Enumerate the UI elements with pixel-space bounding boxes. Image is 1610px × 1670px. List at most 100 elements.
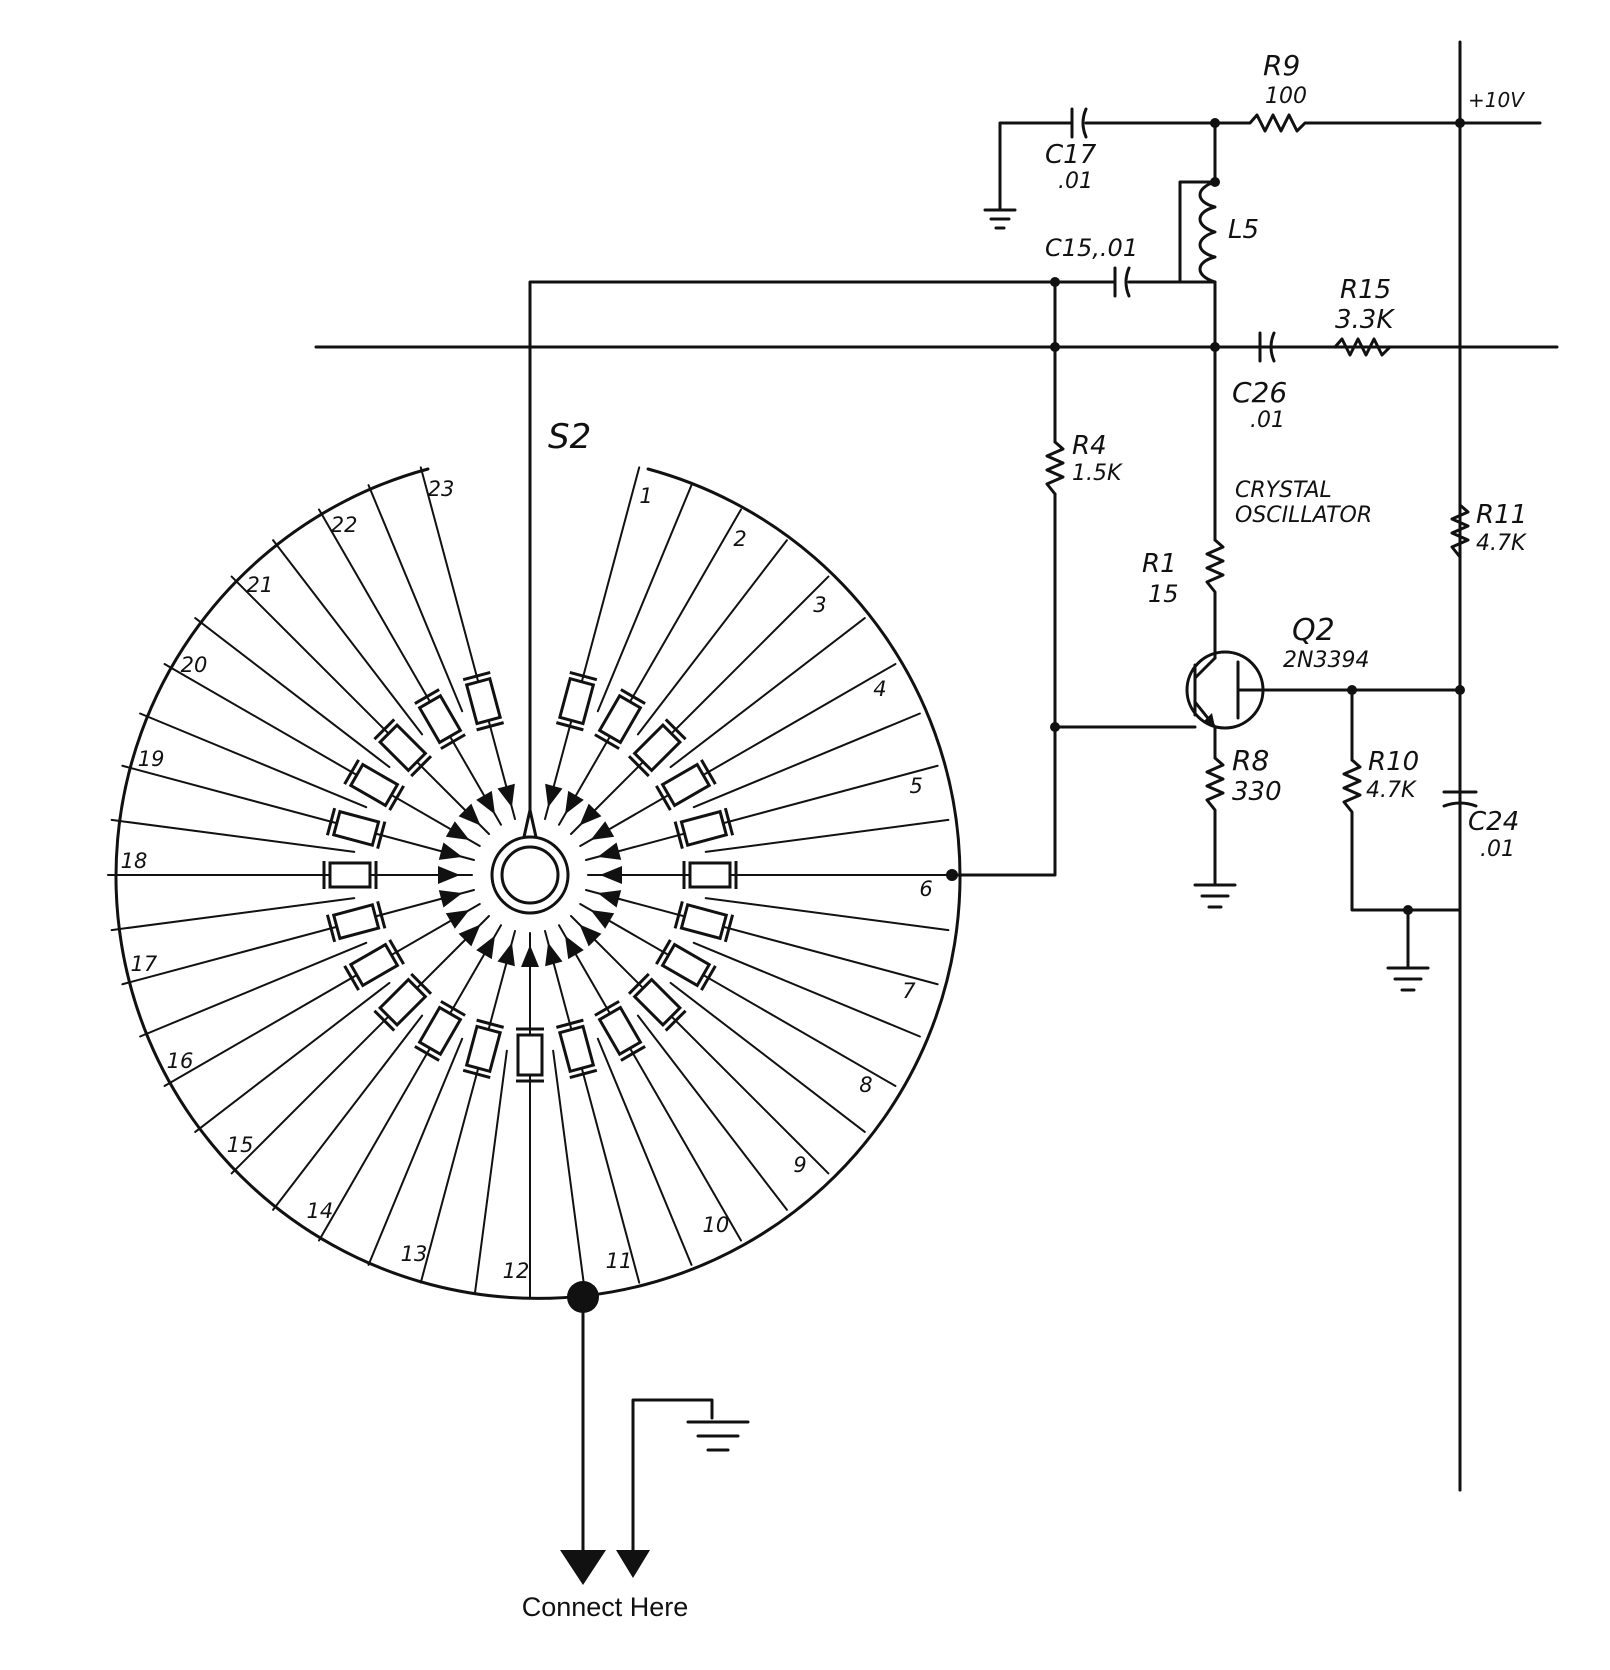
sector-divider bbox=[669, 981, 866, 1133]
contact-arrow-8 bbox=[590, 910, 615, 929]
connection-arrow-signal bbox=[560, 1550, 606, 1585]
position-label-5: 5 bbox=[909, 774, 922, 798]
crystal-17 bbox=[325, 900, 387, 943]
position-label-8: 8 bbox=[859, 1073, 872, 1097]
position-label-2: 2 bbox=[733, 527, 746, 551]
contact-arrow-11 bbox=[545, 942, 563, 967]
crystal-23 bbox=[462, 670, 505, 732]
sector-divider bbox=[704, 818, 950, 853]
position-label-4: 4 bbox=[873, 677, 886, 701]
connect-here-caption: Connect Here bbox=[521, 1592, 689, 1622]
resistor-r4 bbox=[1045, 440, 1065, 496]
contact-arrow-17 bbox=[438, 890, 463, 908]
inductor-l5 bbox=[1198, 180, 1217, 284]
position-label-23: 23 bbox=[428, 477, 455, 501]
c26-plate-b bbox=[1269, 331, 1276, 363]
crystal-5 bbox=[673, 807, 735, 850]
crystal-8 bbox=[655, 939, 717, 991]
crystal-21 bbox=[373, 718, 433, 778]
sector-divider bbox=[194, 981, 391, 1133]
sector-divider bbox=[367, 1037, 464, 1266]
contact-arrow-10 bbox=[565, 935, 584, 960]
crystal-3 bbox=[627, 718, 687, 778]
contact-arrow-9 bbox=[579, 924, 602, 947]
q2-value: 2N3394 bbox=[1283, 648, 1369, 673]
resistor-r8 bbox=[1205, 756, 1225, 887]
contact-arrow-21 bbox=[458, 803, 481, 826]
c24-ref: C24 bbox=[1468, 807, 1519, 837]
r8-value: 330 bbox=[1232, 777, 1282, 807]
c17-plate-b bbox=[1081, 107, 1088, 139]
contact-arrow-2 bbox=[565, 790, 584, 815]
resistor-r9 bbox=[1213, 113, 1542, 133]
contact-arrow-23 bbox=[497, 783, 515, 808]
sector-divider bbox=[552, 1049, 587, 1295]
crystal-15 bbox=[373, 972, 433, 1032]
position-label-3: 3 bbox=[813, 593, 826, 617]
sector-divider bbox=[110, 897, 356, 932]
c24-value: .01 bbox=[1480, 837, 1515, 862]
position-label-1: 1 bbox=[639, 484, 652, 508]
c26-ref: C26 bbox=[1232, 376, 1287, 409]
position-label-21: 21 bbox=[247, 573, 274, 597]
r9-value: 100 bbox=[1265, 84, 1307, 109]
r4-value: 1.5K bbox=[1072, 461, 1123, 486]
position-label-12: 12 bbox=[503, 1259, 530, 1283]
r10-value: 4.7K bbox=[1366, 778, 1417, 803]
position-label-18: 18 bbox=[121, 849, 148, 873]
spoke-10 bbox=[558, 924, 742, 1242]
position-label-14: 14 bbox=[307, 1199, 334, 1223]
spoke-5 bbox=[585, 764, 939, 861]
position-label-11: 11 bbox=[606, 1249, 633, 1273]
position-label-19: 19 bbox=[138, 747, 165, 771]
spoke-17 bbox=[121, 889, 475, 986]
sector-divider bbox=[139, 941, 368, 1038]
position-label-16: 16 bbox=[167, 1049, 194, 1073]
sector-divider bbox=[596, 1037, 693, 1266]
sector-divider bbox=[110, 818, 356, 853]
ground-return-lead bbox=[631, 1398, 714, 1552]
crystal-10 bbox=[594, 1000, 646, 1062]
annotation-line1: CRYSTAL bbox=[1235, 478, 1332, 503]
q2-ref: Q2 bbox=[1292, 613, 1335, 648]
spoke-16 bbox=[163, 903, 481, 1087]
r15-ref: R15 bbox=[1340, 275, 1391, 305]
crystal-14 bbox=[414, 1000, 466, 1062]
switch-wiper bbox=[522, 808, 538, 839]
position-label-20: 20 bbox=[181, 653, 208, 677]
spoke-3 bbox=[570, 575, 830, 835]
resistor-r15 bbox=[1333, 337, 1392, 357]
r9-ref: R9 bbox=[1263, 49, 1300, 82]
position-label-9: 9 bbox=[793, 1153, 806, 1177]
spoke-2 bbox=[558, 508, 742, 826]
crystal-12 bbox=[516, 1027, 544, 1083]
crystal-1 bbox=[555, 670, 598, 732]
contact-arrows bbox=[438, 783, 622, 967]
crystal-16 bbox=[343, 939, 405, 991]
spoke-11 bbox=[544, 930, 641, 1284]
position-label-7: 7 bbox=[902, 979, 916, 1003]
contact-arrow-6 bbox=[600, 866, 622, 884]
crystal-bank bbox=[322, 670, 738, 1083]
r10-ref: R10 bbox=[1368, 747, 1419, 777]
switch-spokes bbox=[107, 466, 953, 1298]
r11-ref: R11 bbox=[1476, 500, 1527, 530]
spoke-13 bbox=[419, 930, 516, 1284]
crystal-4 bbox=[655, 759, 717, 811]
r8-ref: R8 bbox=[1232, 744, 1269, 777]
c17-lead bbox=[998, 121, 1074, 210]
contact-arrow-12 bbox=[521, 945, 539, 967]
spoke-22 bbox=[318, 508, 502, 826]
contact-arrow-22 bbox=[476, 790, 495, 815]
contact-arrow-14 bbox=[476, 935, 495, 960]
sector-divider bbox=[272, 539, 424, 736]
junction-pos6 bbox=[946, 869, 958, 881]
spoke-21 bbox=[230, 575, 490, 835]
spoke-9 bbox=[570, 915, 830, 1175]
c15-plate-b bbox=[1124, 266, 1131, 298]
ground-r8 bbox=[1193, 883, 1237, 909]
spoke-1 bbox=[544, 466, 641, 820]
position-label-10: 10 bbox=[703, 1213, 730, 1237]
contact-arrow-20 bbox=[445, 821, 470, 840]
